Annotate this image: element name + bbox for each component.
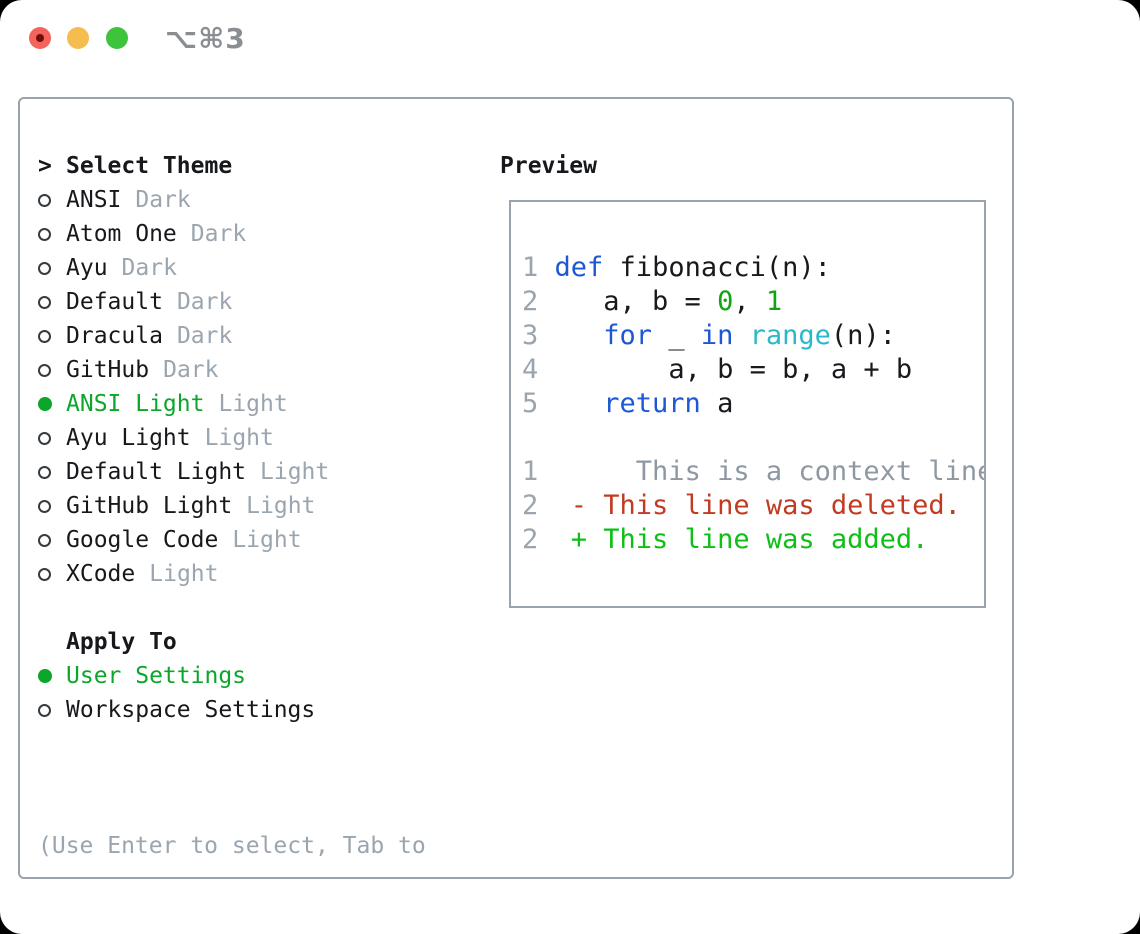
apply-option-workspace-settings[interactable]: Workspace Settings [38,693,315,727]
code-line: 1 This is a context line. [522,456,986,487]
theme-option-label: Default [66,289,163,315]
selected-radio-icon [38,397,52,411]
theme-variant-label: Dark [135,187,191,213]
record-dot-icon [36,34,44,42]
theme-variant-label: Dark [176,289,233,315]
radio-icon [38,567,51,581]
theme-option-label: GitHub [66,357,150,383]
theme-option-label: ANSI [66,187,122,213]
radio-icon [38,295,51,309]
theme-option-label: Ayu Light [66,425,191,451]
theme-list-header: > Select Theme [38,149,329,183]
code-line: 1 def fibonacci(n): [522,252,831,283]
theme-variant-label: Dark [121,255,177,281]
theme-option-label: Default Light [66,459,247,485]
code-line [522,421,984,455]
shortcut-label: ⌥⌘3 [165,21,246,55]
theme-variant-label: Dark [190,221,247,247]
theme-variant-label: Light [232,527,302,553]
code-line: 3 for _ in range(n): [522,320,896,351]
selection-cursor-icon: > [38,153,52,179]
preview-header: Preview [500,149,597,183]
radio-icon [38,465,51,479]
radio-icon [38,499,51,513]
apply-option-user-settings[interactable]: User Settings [38,659,315,693]
theme-option-label: Dracula [66,323,163,349]
apply-option-label: Workspace Settings [66,697,316,723]
zoom-button[interactable] [106,27,128,49]
apply-option-label: User Settings [66,663,247,689]
theme-option-label: Atom One [66,221,177,247]
theme-variant-label: Dark [176,323,233,349]
radio-icon [38,227,51,241]
theme-variant-label: Light [204,425,274,451]
close-button[interactable] [29,27,51,49]
selected-radio-icon [38,669,52,683]
theme-option-ansi[interactable]: ANSI Dark [38,183,329,217]
theme-option-dracula[interactable]: Dracula Dark [38,319,329,353]
theme-list-title: Select Theme [66,153,233,179]
theme-option-default[interactable]: Default Dark [38,285,329,319]
theme-option-github[interactable]: GitHub Dark [38,353,329,387]
apply-to-header: Apply To [38,625,315,659]
theme-variant-label: Light [149,561,219,587]
theme-variant-label: Light [218,391,288,417]
code-line: 2 - This line was deleted. [522,490,961,521]
radio-icon [38,703,51,717]
preview-title: Preview [500,153,597,179]
theme-option-ayu-light[interactable]: Ayu Light Light [38,421,329,455]
theme-option-label: Ayu [66,255,108,281]
help-line-1: (Use Enter to select, Tab to [38,833,426,859]
theme-option-label: GitHub Light [66,493,233,519]
theme-option-label: XCode [66,561,136,587]
theme-option-github-light[interactable]: GitHub Light Light [38,489,329,523]
help-text: (Use Enter to select, Tab to change focu… [38,761,426,934]
theme-option-atom-one[interactable]: Atom One Dark [38,217,329,251]
theme-option-label: ANSI Light [66,391,205,417]
theme-option-ayu[interactable]: Ayu Dark [38,251,329,285]
apply-to-title: Apply To [66,629,177,655]
theme-option-ansi-light[interactable]: ANSI Light Light [38,387,329,421]
code-line: 4 a, b = b, a + b [522,354,913,385]
radio-icon [38,193,51,207]
code-line: 2 a, b = 0, 1 [522,286,783,317]
radio-icon [38,261,51,275]
theme-variant-label: Dark [163,357,219,383]
theme-option-label: Google Code [66,527,219,553]
radio-icon [38,363,51,377]
theme-option-xcode[interactable]: XCode Light [38,557,329,591]
radio-icon [38,431,51,445]
theme-variant-label: Light [246,493,316,519]
theme-option-google-code[interactable]: Google Code Light [38,523,329,557]
code-line: 2 + This line was added. [522,524,929,555]
radio-icon [38,533,51,547]
radio-icon [38,329,51,343]
theme-option-default-light[interactable]: Default Light Light [38,455,329,489]
code-line: 5 return a [522,388,734,419]
minimize-button[interactable] [67,27,89,49]
theme-variant-label: Light [260,459,330,485]
